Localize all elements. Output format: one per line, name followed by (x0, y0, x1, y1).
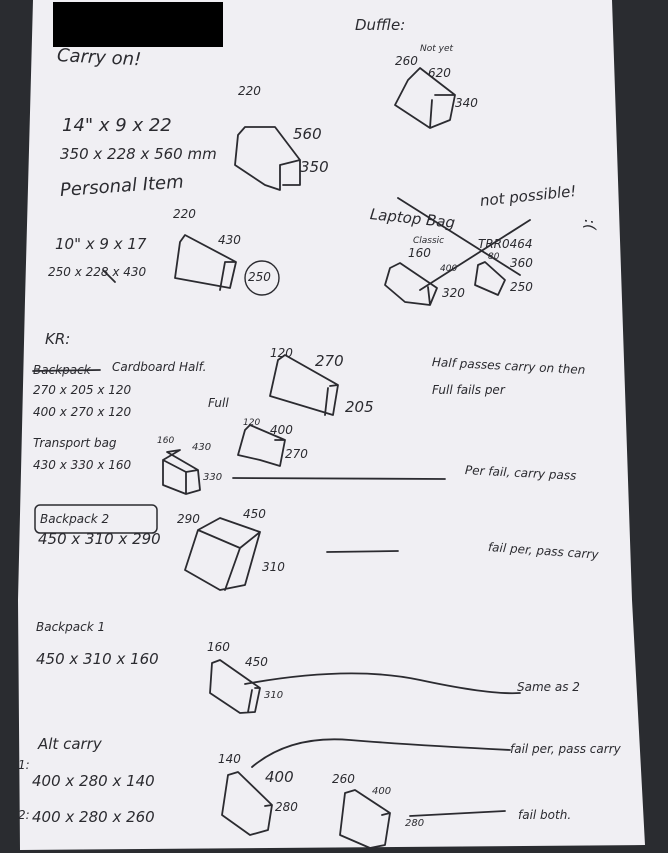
transport-side: 330 (203, 472, 223, 483)
carry-on-heading: Carry on! (56, 45, 142, 71)
personal-item-box-sketch (174, 234, 237, 291)
strike-personal-x (102, 269, 116, 283)
laptop-model-top: 80 (488, 252, 500, 262)
backpack1-top: 160 (207, 640, 230, 654)
carry-on-side-label: 350 (300, 158, 329, 176)
laptop-model-label: TRR0464 (478, 237, 533, 251)
kr-half-top: 120 (270, 346, 293, 360)
backpack2-connector (326, 550, 399, 553)
cross-line-1 (397, 197, 521, 276)
alt2-result: fail both. (518, 808, 572, 822)
alt2-side: 280 (405, 818, 425, 829)
alt2-box-sketch (339, 789, 391, 849)
carry-on-mm: 350 x 228 x 560 mm (60, 145, 217, 163)
duffle-heading: Duffle: (355, 16, 406, 34)
laptop-classic-box-sketch (384, 262, 438, 306)
alt1-result: fail per, pass carry (510, 742, 621, 756)
kr-full-length: 400 (270, 423, 293, 437)
redaction-box (53, 2, 223, 47)
kr-full-label: Full (208, 396, 229, 410)
alt-option2-number: 2: (18, 808, 30, 822)
transport-box-sketch (162, 449, 201, 495)
transport-heading: Transport bag (33, 436, 117, 450)
kr-note-line2: Full fails per (432, 383, 505, 397)
personal-item-mm: 250 x 228 x 430 (48, 265, 147, 279)
duffle-length-label: 620 (428, 66, 451, 80)
backpack1-box-sketch (209, 659, 261, 714)
backpack2-length: 450 (243, 507, 266, 521)
alt-option1-number: 1: (18, 758, 30, 772)
backpack1-result: Same as 2 (517, 680, 580, 694)
alt-option2-dims: 400 x 280 x 260 (32, 808, 155, 826)
alt1-connector (251, 738, 511, 768)
personal-item-top-label: 220 (173, 207, 196, 221)
kr-full-side: 270 (285, 447, 308, 461)
kr-dims-full: 400 x 270 x 120 (33, 405, 132, 419)
kr-half-box-sketch (269, 354, 339, 416)
laptop-model-length: 360 (510, 256, 533, 270)
laptop-classic-top: 160 (408, 246, 431, 260)
cross-line-2 (419, 219, 531, 291)
alt1-top: 140 (218, 752, 241, 766)
alt2-connector (409, 810, 506, 817)
kr-half-length: 270 (315, 352, 344, 370)
backpack2-heading-box (34, 504, 158, 534)
alt-carry-heading: Alt carry (38, 735, 102, 753)
duffle-note: Not yet (420, 44, 454, 54)
laptop-model-side: 250 (510, 280, 533, 294)
backpack1-heading: Backpack 1 (36, 620, 106, 634)
backpack1-connector (244, 672, 521, 695)
kr-crossed-label: Backpack (33, 363, 91, 377)
circle-250 (244, 260, 280, 296)
kr-half-side: 205 (345, 398, 374, 416)
backpack2-side: 310 (262, 560, 285, 574)
carry-on-length-label: 560 (293, 125, 322, 143)
backpack2-dims: 450 x 310 x 290 (38, 530, 161, 548)
backpack1-dims: 450 x 310 x 160 (36, 650, 159, 668)
sad-face: :( (581, 219, 599, 230)
alt2-length: 400 (372, 786, 392, 797)
transport-length: 430 (192, 442, 212, 453)
kr-dims-half: 270 x 205 x 120 (33, 383, 132, 397)
alt1-side: 280 (275, 800, 298, 814)
backpack2-heading: Backpack 2 (40, 512, 110, 526)
strike-backpack (32, 369, 101, 372)
alt2-top: 260 (332, 772, 355, 786)
transport-connector (232, 477, 446, 480)
personal-item-length-label: 430 (218, 233, 241, 247)
kr-heading: KR: (45, 330, 71, 348)
personal-item-inches: 10" x 9 x 17 (55, 235, 147, 253)
laptop-classic-side: 320 (442, 286, 465, 300)
carry-on-inches: 14" x 9 x 22 (62, 115, 172, 136)
kr-full-top: 120 (243, 418, 261, 428)
duffle-top-label: 260 (395, 54, 418, 68)
backpack1-length: 450 (245, 655, 268, 669)
duffle-side-label: 340 (455, 96, 478, 110)
alt-option1-dims: 400 x 280 x 140 (32, 772, 155, 790)
kr-cardboard-label: Cardboard Half. (112, 360, 207, 374)
laptop-classic-label: Classic (413, 236, 445, 246)
alt1-length: 400 (265, 768, 294, 786)
transport-dims: 430 x 330 x 160 (33, 458, 132, 472)
laptop-trr-box-sketch (474, 261, 506, 296)
laptop-classic-length: 400 (440, 264, 458, 274)
transport-top: 160 (157, 436, 175, 446)
carry-on-top-label: 220 (238, 84, 261, 98)
duffle-box-sketch (394, 67, 456, 129)
backpack1-side: 310 (264, 690, 284, 701)
backpack2-box-sketch (184, 517, 261, 591)
alt1-box-sketch (221, 771, 273, 836)
personal-item-side-label: 250 (248, 270, 271, 284)
carry-on-box-sketch (234, 126, 301, 191)
backpack2-top: 290 (177, 512, 200, 526)
kr-full-box-sketch (237, 424, 286, 467)
